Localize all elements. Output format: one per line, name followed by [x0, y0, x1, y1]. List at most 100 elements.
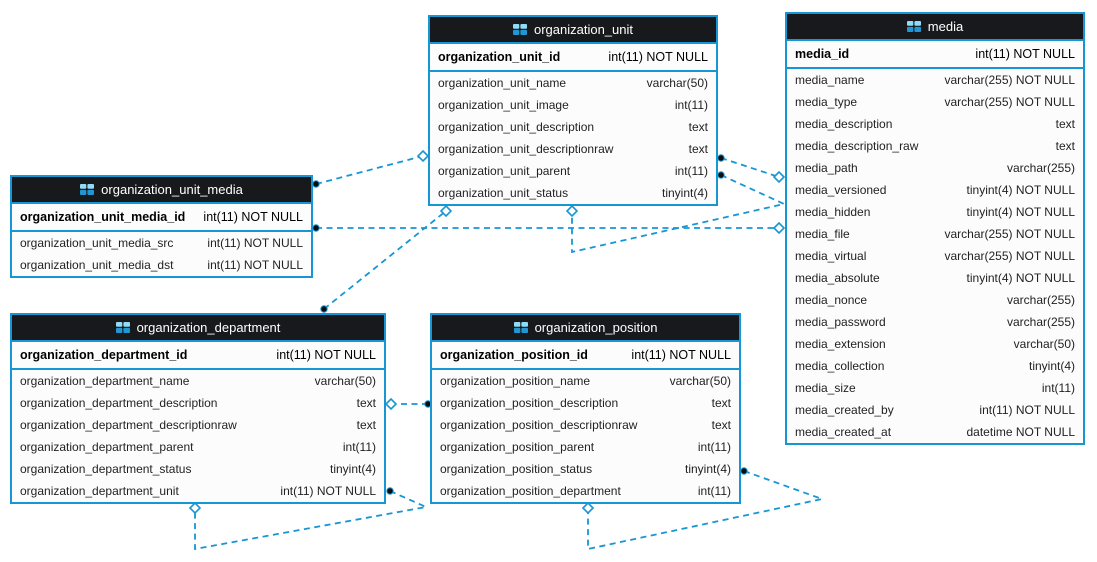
relationship-line[interactable]: [194, 490, 430, 551]
pk-end-diamond: [581, 501, 595, 515]
column-name: organization_unit_media_src: [20, 236, 174, 250]
column-name: organization_unit_status: [438, 186, 569, 200]
column-name: media_virtual: [795, 249, 867, 263]
relationship-line[interactable]: [323, 210, 447, 310]
column-name: organization_department_parent: [20, 440, 194, 454]
fk-end-dot: [740, 467, 748, 475]
column-name: media_collection: [795, 359, 885, 373]
relationship-organization_position_department-to-organization_department[interactable]: [384, 397, 432, 411]
relationship-organization_unit_media_dst-to-media[interactable]: [312, 221, 786, 235]
column-row[interactable]: organization_department_parent int(11): [12, 436, 384, 458]
column-name: organization_position_parent: [440, 440, 595, 454]
column-type: int(11): [342, 440, 376, 454]
column-type: varchar(255): [1006, 161, 1075, 175]
column-row[interactable]: organization_department_description text: [12, 392, 384, 414]
column-name: organization_department_status: [20, 462, 192, 476]
relationship-organization_unit_image-to-media[interactable]: [717, 154, 786, 184]
column-name: media_description: [795, 117, 893, 131]
column-row[interactable]: organization_department_status tinyint(4): [12, 458, 384, 480]
column-name: organization_department_description: [20, 396, 218, 410]
column-name: media_absolute: [795, 271, 880, 285]
table-header[interactable]: organization_department: [12, 315, 384, 342]
relationship-organization_unit_parent-self[interactable]: [565, 171, 787, 254]
column-type: tinyint(4): [329, 462, 376, 476]
column-type: tinyint(4) NOT NULL: [966, 205, 1075, 219]
relationship-line[interactable]: [720, 157, 780, 178]
column-name: media_file: [795, 227, 850, 241]
table-organization_position[interactable]: organization_position organization_positi…: [430, 313, 741, 504]
table-header[interactable]: organization_unit_media: [12, 177, 311, 204]
table-title: organization_position: [534, 320, 658, 335]
relationship-line[interactable]: [587, 470, 826, 551]
column-type: varchar(50): [669, 374, 731, 388]
column-name: media_created_by: [795, 403, 894, 417]
table-header[interactable]: organization_unit: [430, 17, 716, 44]
column-type: int(11): [1041, 381, 1075, 395]
relationship-organization_department_parent-self[interactable]: [188, 487, 430, 551]
relationship-organization_department_unit-to-organization_unit[interactable]: [320, 204, 453, 313]
relationship-line[interactable]: [315, 155, 424, 185]
pk-end-diamond: [772, 221, 786, 235]
column-type: text: [356, 396, 376, 410]
fk-end-dot: [717, 154, 725, 162]
column-name: organization_position_descriptionraw: [440, 418, 638, 432]
fk-end-dot: [312, 180, 320, 188]
table-title: organization_unit: [533, 22, 634, 37]
column-name: organization_position_status: [440, 462, 593, 476]
column-type: varchar(255): [1006, 293, 1075, 307]
column-type: int(11) NOT NULL: [207, 258, 303, 272]
relationship-line[interactable]: [571, 174, 787, 254]
relationship-organization_unit_media_src-to-organization_unit[interactable]: [312, 149, 430, 188]
column-name: organization_department_descriptionraw: [20, 418, 237, 432]
column-type: text: [711, 396, 731, 410]
table-header[interactable]: media: [787, 14, 1083, 41]
column-type: text: [688, 120, 708, 134]
column-type: varchar(50): [1013, 337, 1075, 351]
table-header[interactable]: organization_position: [432, 315, 739, 342]
column-name: organization_department_id: [20, 348, 188, 362]
